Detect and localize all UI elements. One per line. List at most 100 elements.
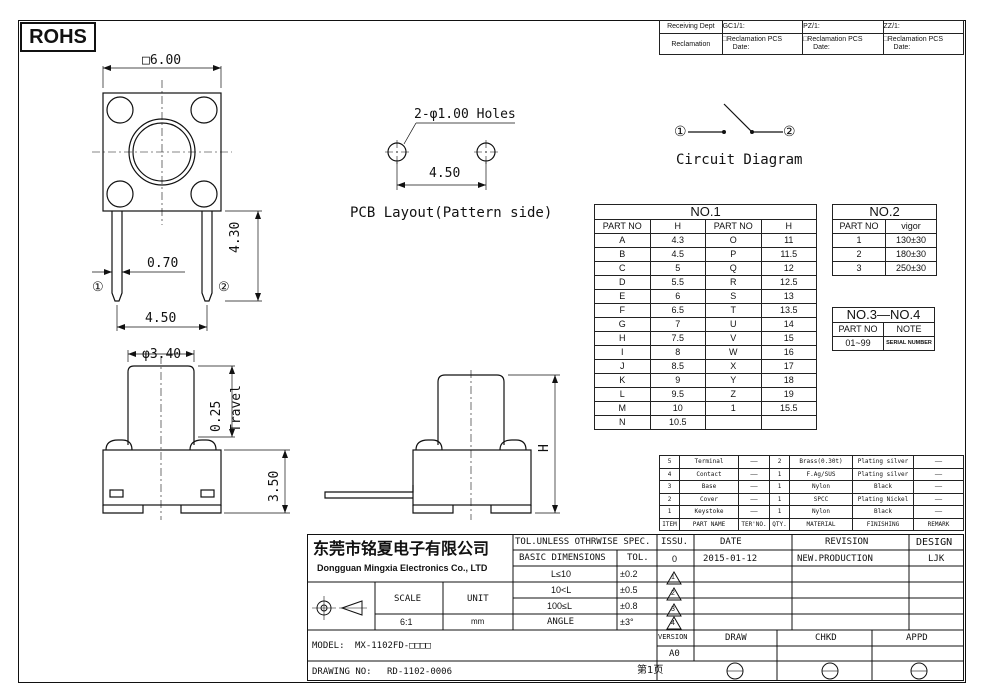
base-side <box>412 449 532 506</box>
base-side-feet <box>412 505 532 514</box>
unit-label: UNIT <box>467 594 489 604</box>
bom-cell: SPCC <box>789 492 853 506</box>
drawing-frame <box>18 20 966 683</box>
bom-cell: 1 <box>769 505 790 519</box>
bom-cell: —— <box>913 480 964 494</box>
dim-cap-diameter: φ3.40 <box>142 347 182 362</box>
no1-cell: Y <box>705 373 762 388</box>
bom-header: TER'NO. <box>738 517 770 531</box>
no1-cell: 11 <box>760 233 817 248</box>
rev-date: 2015-01-12 <box>703 554 758 564</box>
no1-cell: G <box>594 317 651 332</box>
no2-cell: 3 <box>832 261 886 276</box>
no1-cell: 17 <box>760 359 817 374</box>
no2-cell: 130±30 <box>885 233 937 248</box>
pcb-holes-label: 2-φ1.00 Holes <box>414 107 516 122</box>
no1-cell: 9.5 <box>649 387 706 402</box>
revision-label: REVISION <box>825 537 869 547</box>
rev-mark: 1 <box>671 574 675 581</box>
no1-cell: 15.5 <box>760 401 817 416</box>
company-name-en: Dongguan Mingxia Electronics Co., LTD <box>317 563 488 573</box>
bom-cell: —— <box>738 505 770 519</box>
no1-cell: L <box>594 387 651 402</box>
no1-header: PART NO <box>594 219 651 234</box>
no1-cell: 13.5 <box>760 303 817 318</box>
chkd-label: CHKD <box>815 633 837 643</box>
no2-cell: 180±30 <box>885 247 937 262</box>
bom-header: PART NAME <box>679 517 739 531</box>
bom-cell: Keystoke <box>679 505 739 519</box>
dim-pin-height: 4.30 <box>228 221 243 253</box>
no1-cell: 4.3 <box>649 233 706 248</box>
bom-cell: —— <box>738 455 770 469</box>
no1-cell: C <box>594 261 651 276</box>
no1-cell: E <box>594 289 651 304</box>
no1-cell: Z <box>705 387 762 402</box>
unit-value: mm <box>471 617 485 626</box>
rev-design: LJK <box>928 554 945 564</box>
dim-side-height: H <box>537 444 552 452</box>
tol-value: ±3° <box>620 617 634 627</box>
no1-cell <box>705 415 762 430</box>
no1-cell: 18 <box>760 373 817 388</box>
no1-cell: U <box>705 317 762 332</box>
dim-travel-label: Travel <box>229 385 244 432</box>
model-value: MX-1102FD-□□□□ <box>355 641 431 651</box>
no1-cell: 16 <box>760 345 817 360</box>
date-label: DATE <box>720 537 742 547</box>
no1-cell: T <box>705 303 762 318</box>
bom-cell: —— <box>913 467 964 481</box>
tol-range: 100≤L <box>547 601 572 611</box>
bom-cell: Brass(0.30t) <box>789 455 853 469</box>
no1-cell: 4.5 <box>649 247 706 262</box>
no1-cell: 12 <box>760 261 817 276</box>
corner-circle <box>106 96 134 124</box>
no2-title: NO.2 <box>832 204 937 220</box>
rev-issue: 0 <box>672 554 678 564</box>
no1-cell: I <box>594 345 651 360</box>
corner-circle <box>106 180 134 208</box>
bom-cell: 2 <box>769 455 790 469</box>
no1-cell: 15 <box>760 331 817 346</box>
no1-cell: M <box>594 401 651 416</box>
drawing-no-label: DRAWING NO: <box>312 667 372 677</box>
rev-mark: 4 <box>671 620 675 627</box>
drawing-no-value: RD-1102-0006 <box>387 667 453 677</box>
bom-cell: —— <box>738 480 770 494</box>
no1-cell: 5 <box>649 261 706 276</box>
no1-cell <box>760 415 817 430</box>
bom-cell: Terminal <box>679 455 739 469</box>
bom-cell: Black <box>852 480 914 494</box>
bom-cell: —— <box>913 505 964 519</box>
appd-label: APPD <box>906 633 928 643</box>
bom-cell: 4 <box>659 467 680 481</box>
title-block: 东莞市铭夏电子有限公司 Dongguan Mingxia Electronics… <box>307 534 964 681</box>
bom-cell: Nylon <box>789 480 853 494</box>
no1-cell: B <box>594 247 651 262</box>
bom-cell: Black <box>852 505 914 519</box>
design-label: DESIGN <box>916 537 953 548</box>
no1-cell: 1 <box>705 401 762 416</box>
bom-cell: —— <box>913 455 964 469</box>
rohs-badge: ROHS <box>20 22 96 52</box>
bom-cell: 2 <box>659 492 680 506</box>
bom-header: QTY. <box>769 517 790 531</box>
bump-left <box>105 439 133 451</box>
version-value: A0 <box>669 649 680 659</box>
no1-cell: 9 <box>649 373 706 388</box>
bom-cell: Cover <box>679 492 739 506</box>
tol-value: ±0.8 <box>620 601 638 611</box>
rev-text: NEW.PRODUCTION <box>797 554 873 564</box>
